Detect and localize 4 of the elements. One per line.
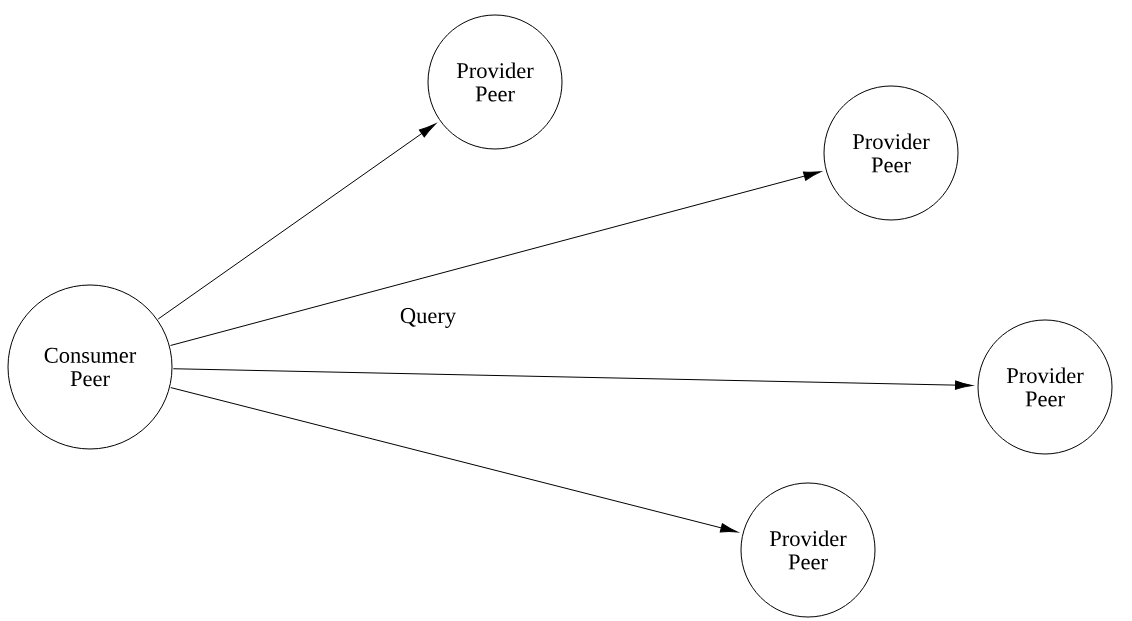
arrow [157, 123, 436, 320]
arrow [170, 171, 821, 346]
query-label: Query [400, 308, 457, 328]
arrow [170, 387, 738, 533]
